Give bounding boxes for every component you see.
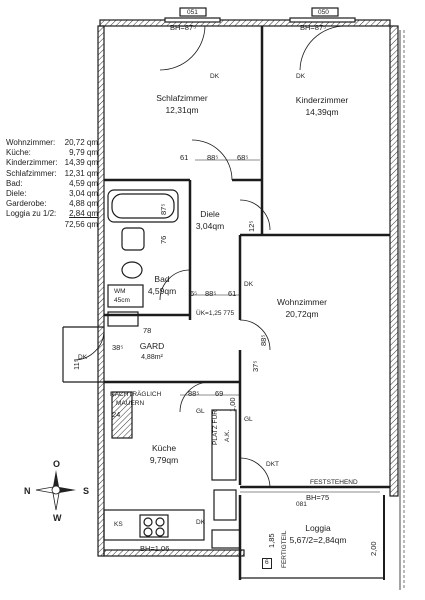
wm-size-label: 45cm xyxy=(114,297,130,304)
dim-685: 68⁵ xyxy=(237,153,249,162)
dim-200: 2,00 xyxy=(369,541,378,556)
dim-69: 69 xyxy=(215,389,224,398)
area-list: Wohnzimmer:20,72 qm Küche:9,79 qm Kinder… xyxy=(6,138,98,230)
window-tag-051: 051 xyxy=(187,9,198,16)
compass-o: O xyxy=(53,459,61,469)
washbasin xyxy=(121,227,145,251)
area-row: Diele:3,04 qm xyxy=(6,189,98,199)
dim-885c: 88⁵ xyxy=(188,389,200,398)
fertigteil-label: FERTIGTEIL xyxy=(281,530,288,568)
platz-label: PLATZ FÜR xyxy=(212,410,219,445)
ks-label: KS xyxy=(114,521,123,528)
dkt-label: DKT xyxy=(266,461,279,468)
dim-24: 24 xyxy=(112,410,121,419)
dim-76: 76 xyxy=(159,235,168,244)
dk-label-living: DK xyxy=(244,281,254,288)
ak-label: A.K. xyxy=(224,429,231,442)
dim-125: 12⁵ xyxy=(247,220,256,232)
dim-385: 38⁵ xyxy=(112,343,124,352)
compass-w: W xyxy=(53,513,62,523)
dk-label-kitchen: DK xyxy=(196,519,206,526)
area-row: Loggia zu 1/2:2,84 qm xyxy=(6,209,98,219)
dim-bh-top1: BH=87⁵ xyxy=(170,23,197,32)
area-row: Wohnzimmer:20,72 qm xyxy=(6,138,98,147)
dim-61b: 61 xyxy=(228,289,237,298)
nachtraeglich-label: NACHTRÄGLICH xyxy=(110,391,162,398)
gl-label-living: GL xyxy=(244,416,253,423)
dim-61: 61 xyxy=(180,153,189,162)
dim-185: 1,85 xyxy=(267,533,276,548)
outer-wall-east xyxy=(389,25,399,497)
dim-bh-top2: BH=87⁵ xyxy=(300,23,327,32)
dk-label-gard: DK xyxy=(78,354,88,361)
outer-wall-north xyxy=(99,19,391,27)
area-row: Garderobe:4,88 qm xyxy=(6,199,98,209)
compass-s: S xyxy=(83,486,90,496)
dim-78: 78 xyxy=(143,326,152,335)
dim-115: 11⁵ xyxy=(72,359,81,370)
compass-rose-icon xyxy=(35,470,76,511)
dim-65: 6⁵ xyxy=(190,289,198,298)
area-row: Bad:4,59 qm xyxy=(6,178,98,188)
area-row: Küche:9,79 qm xyxy=(6,148,98,158)
feststehend-label: FESTSTEHEND xyxy=(310,479,358,486)
dim-rh: ÜK=1,25 775 xyxy=(196,310,235,317)
dim-885d: 88⁵ xyxy=(259,334,268,346)
outer-wall-south xyxy=(103,549,245,557)
mauern-label: MAUERN xyxy=(116,400,145,407)
bathtub xyxy=(107,189,179,223)
dim-bh-loggia: BH=75 xyxy=(306,493,330,502)
dk-label-kids: DK xyxy=(296,73,306,80)
area-row: Kinderzimmer:14,39 qm xyxy=(6,158,98,168)
dk-label-bedroom: DK xyxy=(210,73,220,80)
dim-375: 37⁵ xyxy=(251,360,260,372)
area-total-row: 72,56 qm xyxy=(6,220,98,230)
door-swing-bedroom xyxy=(159,25,206,71)
dim-885b: 88⁵ xyxy=(205,289,217,298)
gl-label-kitchen: GL xyxy=(196,408,205,415)
area-total: 72,56 qm xyxy=(64,219,98,229)
washing-machine-spot xyxy=(107,284,144,308)
door-swing-kids xyxy=(299,25,346,71)
dim-875: 87⁵ xyxy=(159,203,168,215)
kitchen-counter xyxy=(103,509,205,541)
compass-n: N xyxy=(24,486,31,496)
outer-wall-west xyxy=(97,25,105,557)
dim-885a: 88⁵ xyxy=(207,153,219,162)
toilet xyxy=(121,261,143,279)
dim-100: 1,00 xyxy=(228,397,237,412)
unit-number-badge: 6 xyxy=(262,558,272,569)
window-tag-050: 050 xyxy=(318,9,329,16)
dim-bh-kitchen: BH=1,06 xyxy=(140,544,170,553)
window-tag-081: 081 xyxy=(296,501,307,508)
area-row: Schlafzimmer:12,31 qm xyxy=(6,168,98,178)
wm-label: WM xyxy=(114,288,126,295)
